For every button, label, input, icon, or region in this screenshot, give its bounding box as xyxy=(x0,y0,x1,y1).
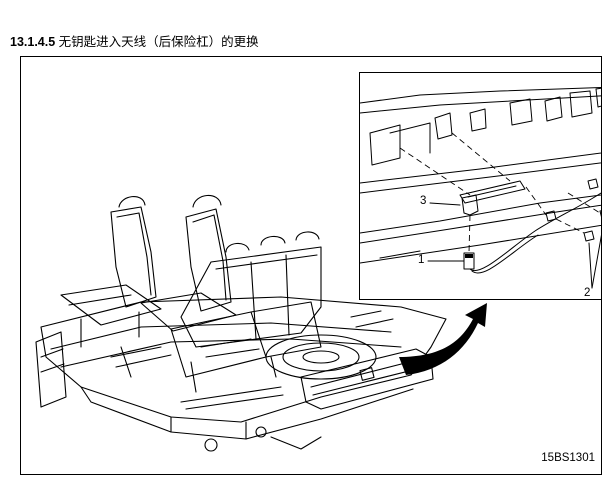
figure-frame: 3 1 2 15BS1301 xyxy=(20,56,602,475)
curved-arrow-icon xyxy=(399,303,487,375)
detail-inset: 3 1 2 xyxy=(359,72,601,300)
section-title: 无钥匙进入天线（后保险杠）的更换 xyxy=(58,35,259,49)
figure-code: 15BS1301 xyxy=(541,452,595,464)
section-number: 13.1.4.5 xyxy=(10,35,56,49)
section-heading: 13.1.4.5 无钥匙进入天线（后保险杠）的更换 xyxy=(10,31,259,50)
callout-2: 2 xyxy=(584,287,591,299)
callout-1: 1 xyxy=(418,254,425,266)
antenna-connector-icon xyxy=(465,254,473,258)
callout-3: 3 xyxy=(420,195,427,207)
antenna-detail-drawing xyxy=(360,87,601,289)
vehicle-rear-floor-drawing xyxy=(35,194,487,452)
